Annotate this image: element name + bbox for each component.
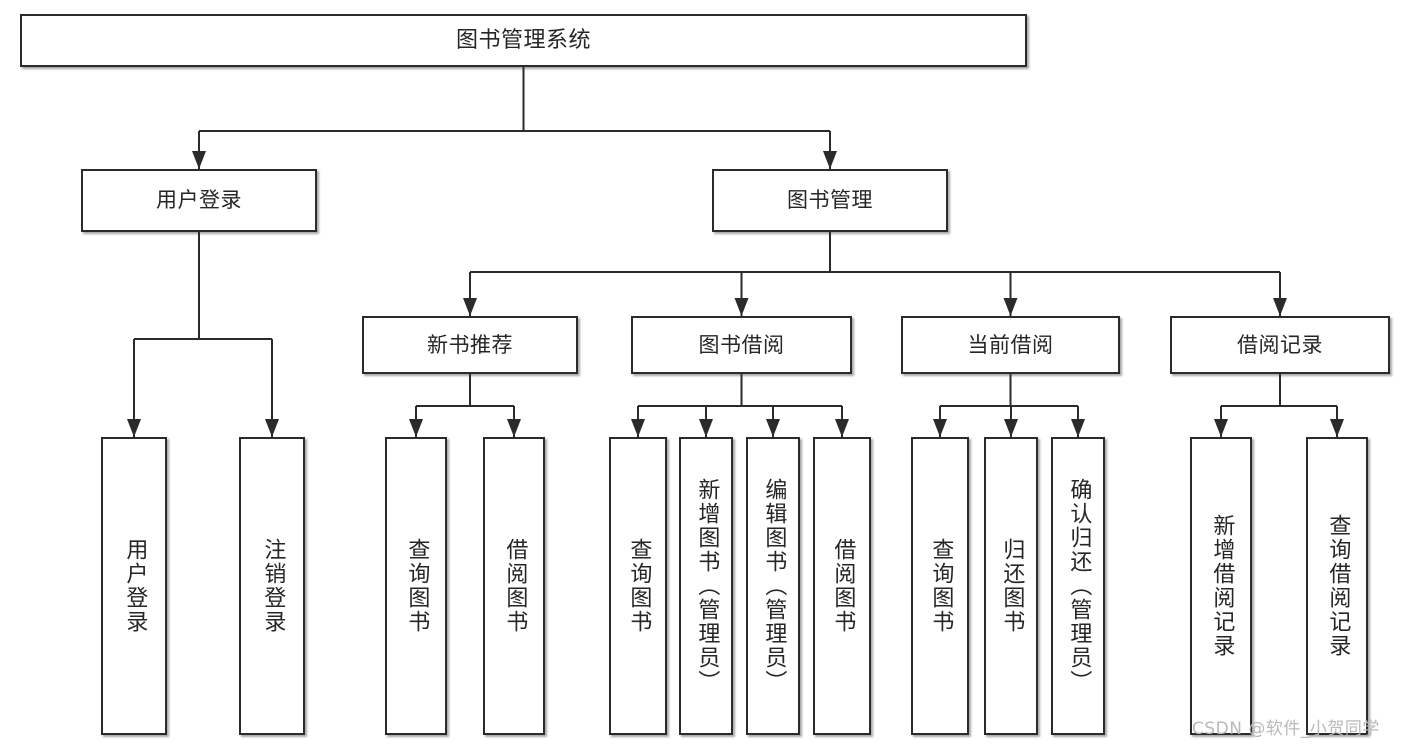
node-label: 新增图书（管理员） — [694, 478, 720, 694]
node-label: 当前借阅 — [967, 332, 1054, 357]
node-label: 用户登录 — [156, 188, 242, 213]
node-label: 借阅图书 — [830, 538, 856, 634]
node-leaf-bo-borrow[interactable]: 借阅图书 — [813, 437, 871, 735]
node-label: 归还图书 — [999, 538, 1025, 634]
node-leaf-logout[interactable]: 注销登录 — [239, 437, 305, 735]
node-leaf-cu-query[interactable]: 查询图书 — [911, 437, 969, 735]
node-label: 查询借阅记录 — [1325, 514, 1351, 658]
node-leaf-cu-return[interactable]: 归还图书 — [984, 437, 1038, 735]
node-current[interactable]: 当前借阅 — [901, 316, 1120, 374]
node-label: 图书管理 — [787, 188, 873, 213]
node-label: 编辑图书（管理员） — [761, 478, 787, 694]
node-login[interactable]: 用户登录 — [81, 169, 317, 232]
node-leaf-bo-query[interactable]: 查询图书 — [609, 437, 667, 735]
node-leaf-nb-query[interactable]: 查询图书 — [385, 437, 447, 735]
node-label: 用户登录 — [122, 538, 148, 634]
node-label: 查询图书 — [928, 538, 954, 634]
node-leaf-re-query[interactable]: 查询借阅记录 — [1306, 437, 1368, 735]
node-leaf-cu-confirm[interactable]: 确认归还（管理员） — [1051, 437, 1105, 735]
node-label: 借阅图书 — [502, 538, 528, 634]
node-label: 借阅记录 — [1237, 332, 1323, 357]
node-leaf-login[interactable]: 用户登录 — [101, 437, 167, 735]
node-label: 注销登录 — [260, 538, 286, 634]
node-leaf-bo-add[interactable]: 新增图书（管理员） — [679, 437, 733, 735]
node-leaf-bo-edit[interactable]: 编辑图书（管理员） — [746, 437, 800, 735]
node-label: 图书借阅 — [698, 332, 785, 357]
node-bookmgmt[interactable]: 图书管理 — [712, 169, 948, 232]
node-label: 查询图书 — [404, 538, 430, 634]
node-label: 图书管理系统 — [455, 27, 591, 53]
node-label: 新书推荐 — [427, 332, 513, 357]
node-label: 确认归还（管理员） — [1066, 478, 1092, 694]
node-label: 新增借阅记录 — [1209, 514, 1235, 658]
node-label: 查询图书 — [626, 538, 652, 634]
watermark: CSDN @软件_小贺同学 — [1192, 719, 1380, 739]
node-records[interactable]: 借阅记录 — [1170, 316, 1390, 374]
node-leaf-nb-borrow[interactable]: 借阅图书 — [483, 437, 545, 735]
node-leaf-re-add[interactable]: 新增借阅记录 — [1190, 437, 1252, 735]
node-root[interactable]: 图书管理系统 — [20, 14, 1027, 67]
node-newbook[interactable]: 新书推荐 — [362, 316, 578, 374]
node-borrow[interactable]: 图书借阅 — [631, 316, 852, 374]
